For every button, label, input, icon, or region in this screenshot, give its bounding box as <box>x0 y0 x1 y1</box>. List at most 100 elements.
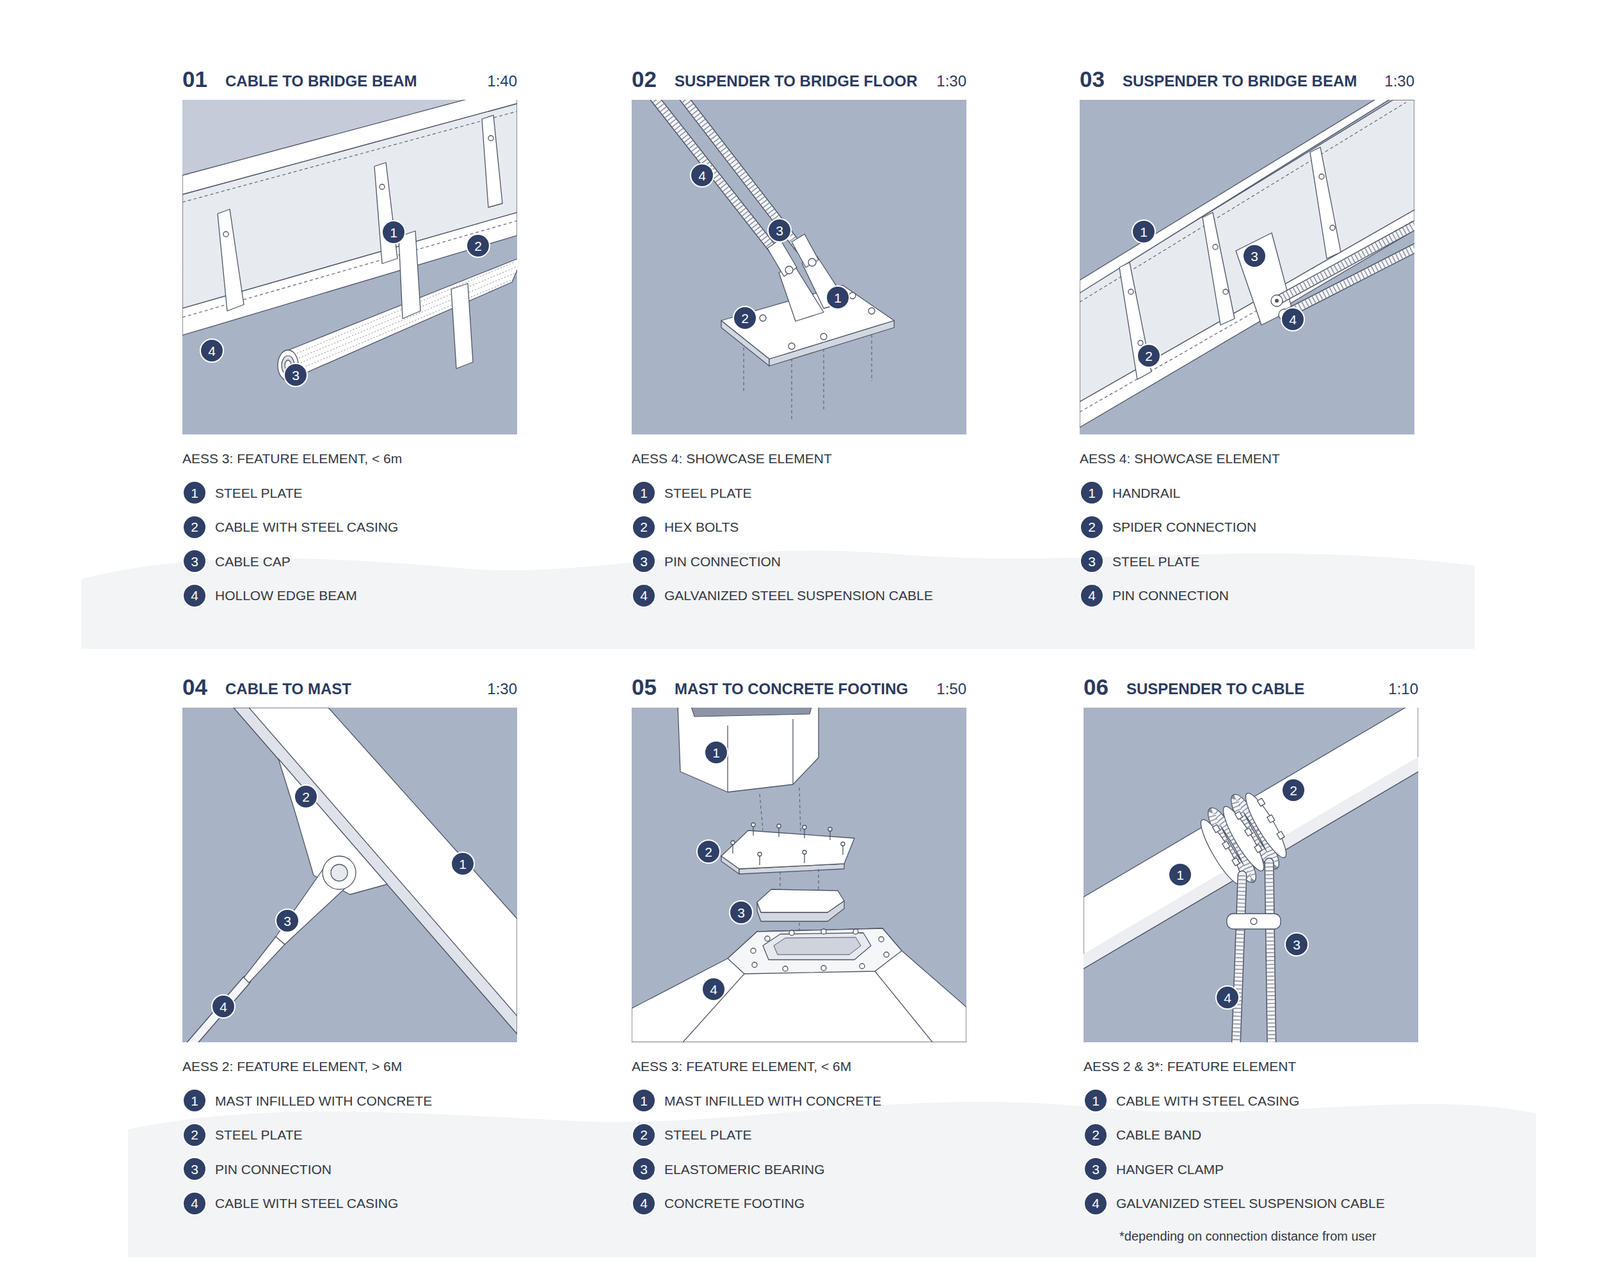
callout-disc <box>183 1192 207 1216</box>
callout-disc <box>696 840 720 864</box>
callout-number-text: 1 <box>190 486 199 500</box>
part-name: STEEL PLATE <box>215 486 303 500</box>
suspender-to-cable-illustration-part-part <box>1244 828 1253 837</box>
part-name: PIN CONNECTION <box>664 554 781 569</box>
suspender-to-floor-illustration-part <box>680 99 800 249</box>
callout-number-text: 1 <box>458 857 467 872</box>
suspender-to-floor-illustration-part <box>650 99 777 254</box>
callout-number-text: 4 <box>1223 991 1232 1005</box>
callout-number: 4 <box>1280 307 1305 332</box>
list-number: 3 <box>631 1157 656 1182</box>
mast-to-footing-illustration-part <box>779 871 781 893</box>
cable-to-beam-illustration-part <box>374 162 398 264</box>
callout-disc <box>1084 1089 1108 1113</box>
mast-to-footing-illustration <box>631 707 967 1043</box>
callout-disc <box>632 1192 656 1216</box>
callout-number: 4 <box>199 338 224 363</box>
part-name: CONCRETE FOOTING <box>664 1196 805 1211</box>
suspender-to-floor-illustration-part <box>680 99 800 249</box>
suspender-to-cable-illustration-part-part <box>1235 811 1243 820</box>
suspender-to-cable-illustration-part <box>1235 875 1243 1043</box>
callout-number-text: 1 <box>833 291 842 305</box>
suspender-to-beam-illustration-part <box>1079 99 1415 435</box>
panel-title: MAST TO CONCRETE FOOTING <box>674 681 909 697</box>
suspender-to-cable-illustration-part-part <box>1257 798 1266 808</box>
part-name: STEEL PLATE <box>664 486 752 500</box>
suspender-to-beam-illustration-part <box>1137 340 1144 346</box>
background-wash <box>81 551 1536 1258</box>
callout-number-text: 2 <box>190 1128 199 1142</box>
callout-disc <box>702 977 726 1001</box>
suspender-to-beam-illustration-part <box>1287 244 1415 314</box>
callout-number-text: 3 <box>1292 938 1301 952</box>
cable-to-mast-illustration-part <box>330 864 348 882</box>
callout-disc <box>1084 1123 1108 1147</box>
part-name: HANDRAIL <box>1112 486 1181 500</box>
callout-disc <box>1080 549 1104 573</box>
mast-to-footing-illustration-part <box>773 937 861 955</box>
suspender-to-cable-illustration-part-part <box>1239 789 1292 863</box>
callout-number-text: 3 <box>775 224 784 238</box>
scale-ratio: 1:30 <box>487 681 518 697</box>
part-name: CABLE WITH STEEL CASING <box>215 1196 399 1211</box>
rating-note: AESS 3: FEATURE ELEMENT, < 6m <box>182 451 402 466</box>
scale-ratio: 1:40 <box>487 73 518 89</box>
callout-number-text: 2 <box>640 520 648 534</box>
list-number: 1 <box>182 1088 207 1113</box>
part-name: STEEL PLATE <box>215 1128 303 1142</box>
callout-disc <box>632 1123 656 1147</box>
callout-disc <box>183 549 207 573</box>
mast-to-footing-illustration-part <box>757 889 845 913</box>
suspender-to-cable-illustration-part <box>1235 875 1243 1043</box>
suspender-to-floor-illustration-part <box>759 314 767 322</box>
callout-disc <box>1216 986 1240 1010</box>
suspender-to-cable-illustration-part-part <box>1212 824 1221 834</box>
suspender-to-cable-illustration-part-part <box>1267 814 1275 824</box>
callout-number-text: 3 <box>1091 1162 1100 1177</box>
suspender-to-floor-illustration-part <box>801 256 847 309</box>
suspender-to-cable-illustration-part <box>1226 913 1281 930</box>
callout-number-text: 4 <box>1091 1196 1100 1211</box>
list-number: 2 <box>631 515 656 540</box>
callout-number-text: 4 <box>698 168 706 183</box>
callout-number-text: 2 <box>704 845 713 859</box>
list-number: 4 <box>1079 583 1104 608</box>
callout-number-text: 2 <box>1144 349 1153 363</box>
suspender-to-floor-illustration-part <box>767 239 797 277</box>
panel-title: SUSPENDER TO BRIDGE BEAM <box>1122 73 1357 89</box>
suspender-to-cable-illustration <box>1083 707 1419 1043</box>
shear-studs-part <box>828 827 832 832</box>
callout-number-text: 1 <box>1176 868 1184 882</box>
suspender-to-floor-illustration-part <box>808 258 816 267</box>
callout-number-text: 3 <box>640 554 648 569</box>
cable-to-mast-illustration-part <box>278 759 388 895</box>
callout-number: 1 <box>1131 219 1156 244</box>
callout-disc <box>632 549 656 573</box>
callout-number-text: 4 <box>640 1196 648 1211</box>
callout-disc <box>1084 1192 1108 1216</box>
list-number: 2 <box>182 1123 207 1148</box>
callout-number-text: 4 <box>208 344 216 358</box>
list-number: 2 <box>631 1123 656 1148</box>
cable-to-mast-illustration-part <box>233 707 518 1035</box>
list-number: 3 <box>1083 1157 1108 1182</box>
part-name: CABLE WITH STEEL CASING <box>215 520 399 534</box>
panel-title: SUSPENDER TO BRIDGE FLOOR <box>674 73 918 89</box>
scale-ratio: 1:10 <box>1388 681 1419 697</box>
callout-number: 3 <box>1242 243 1267 269</box>
callout-number: 3 <box>275 908 300 934</box>
callout-number: 2 <box>1281 778 1306 803</box>
callout-number: 2 <box>465 233 491 258</box>
panel-title: CABLE TO BRIDGE BEAM <box>225 73 418 89</box>
callout-number-text: 3 <box>1250 249 1259 264</box>
list-number: 4 <box>631 1191 656 1216</box>
panel-number: 06 <box>1083 675 1109 699</box>
mast-to-footing-illustration-part <box>874 971 933 1043</box>
list-number: 2 <box>182 515 207 540</box>
suspender-to-cable-illustration-part-part <box>1232 858 1240 867</box>
cable-to-mast-illustration-part <box>322 856 356 890</box>
suspender-to-floor-illustration-part <box>868 307 875 315</box>
mast-to-footing-illustration-part <box>677 707 819 793</box>
callout-disc <box>632 584 656 608</box>
